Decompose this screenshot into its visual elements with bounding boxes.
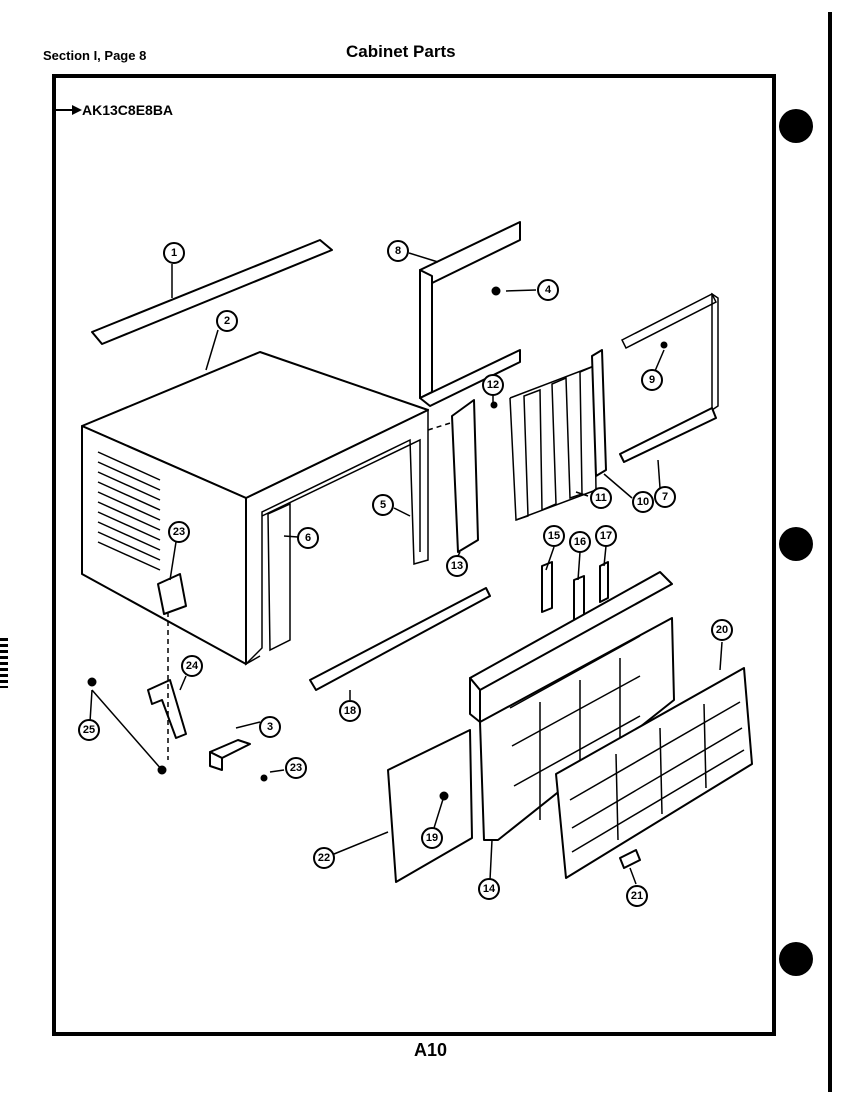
callout-10: 10 <box>632 491 654 513</box>
callout-22: 22 <box>313 847 335 869</box>
svg-text:24: 24 <box>186 660 199 672</box>
cabinet-louvers <box>97 451 161 571</box>
part-side-channel <box>451 399 498 553</box>
callout-20: 20 <box>711 619 733 641</box>
callout-8: 8 <box>387 240 409 262</box>
part-access-door <box>387 729 473 883</box>
callout-25: 25 <box>78 719 100 741</box>
svg-text:19: 19 <box>426 832 438 844</box>
part-brackets <box>541 561 609 625</box>
svg-text:9: 9 <box>649 374 655 386</box>
callout-19: 19 <box>421 827 443 849</box>
punch-hole-bottom <box>779 942 813 976</box>
page-edge-border <box>828 12 832 1092</box>
callout-23-screw: 23 <box>285 757 307 779</box>
leader-lines <box>89 252 723 885</box>
callout-4: 4 <box>537 279 559 301</box>
svg-text:14: 14 <box>483 883 496 895</box>
part-bottom-rail <box>309 587 491 691</box>
callout-15: 15 <box>543 525 565 547</box>
part-cabinet <box>81 351 461 666</box>
callout-18: 18 <box>339 700 361 722</box>
punch-hole-top <box>779 109 813 143</box>
callout-23-bracket: 23 <box>168 521 190 543</box>
callout-6: 6 <box>297 527 319 549</box>
part-side-curtain-right <box>619 292 719 463</box>
page-title: Cabinet Parts <box>346 42 456 61</box>
callout-21: 21 <box>626 885 648 907</box>
svg-text:21: 21 <box>631 890 643 902</box>
binding-mark <box>0 638 8 688</box>
callout-12: 12 <box>482 374 504 396</box>
svg-text:17: 17 <box>600 530 612 542</box>
callout-5: 5 <box>372 494 394 516</box>
callout-1: 1 <box>163 242 185 264</box>
svg-text:8: 8 <box>395 245 401 257</box>
callout-11: 11 <box>590 487 612 509</box>
section-label: Section I, Page 8 <box>43 48 147 63</box>
svg-text:12: 12 <box>487 379 499 391</box>
svg-text:5: 5 <box>380 499 386 511</box>
svg-text:2: 2 <box>224 315 230 327</box>
part-side-curtain-left <box>419 221 521 407</box>
callout-16: 16 <box>569 531 591 553</box>
part-curtain-channel <box>591 349 607 477</box>
svg-text:18: 18 <box>344 705 356 717</box>
callout-13: 13 <box>446 555 468 577</box>
punch-hole-middle <box>779 527 813 561</box>
svg-text:13: 13 <box>451 560 463 572</box>
svg-text:25: 25 <box>83 724 95 736</box>
callout-14: 14 <box>478 878 500 900</box>
callout-17: 17 <box>595 525 617 547</box>
svg-text:16: 16 <box>574 536 586 548</box>
svg-text:6: 6 <box>305 532 311 544</box>
callout-7: 7 <box>654 486 676 508</box>
svg-text:20: 20 <box>716 624 728 636</box>
part-top-rail <box>91 239 333 345</box>
svg-text:11: 11 <box>595 492 607 504</box>
svg-text:23: 23 <box>173 526 185 538</box>
svg-text:10: 10 <box>637 496 649 508</box>
svg-text:3: 3 <box>267 721 273 733</box>
svg-text:15: 15 <box>548 530 560 542</box>
callout-2: 2 <box>216 310 238 332</box>
diagram-frame <box>52 74 776 1036</box>
svg-text:23: 23 <box>290 762 302 774</box>
part-accordion-curtain <box>509 364 597 522</box>
part-front-panel <box>469 571 675 841</box>
part-small-hardware <box>87 573 268 782</box>
arrow-right-icon <box>56 105 82 115</box>
svg-text:7: 7 <box>662 491 668 503</box>
callout-24: 24 <box>181 655 203 677</box>
svg-text:1: 1 <box>171 247 177 259</box>
grille-grid <box>569 701 745 853</box>
svg-text:22: 22 <box>318 852 330 864</box>
page-number: A10 <box>414 1040 448 1060</box>
callout-3: 3 <box>259 716 281 738</box>
part-filter-grille <box>555 667 753 879</box>
part-gasket <box>267 502 299 652</box>
callout-9: 9 <box>641 369 663 391</box>
model-number: AK13C8E8BA <box>82 102 174 118</box>
svg-text:4: 4 <box>545 284 552 296</box>
model-reference: AK13C8E8BA <box>56 102 173 118</box>
